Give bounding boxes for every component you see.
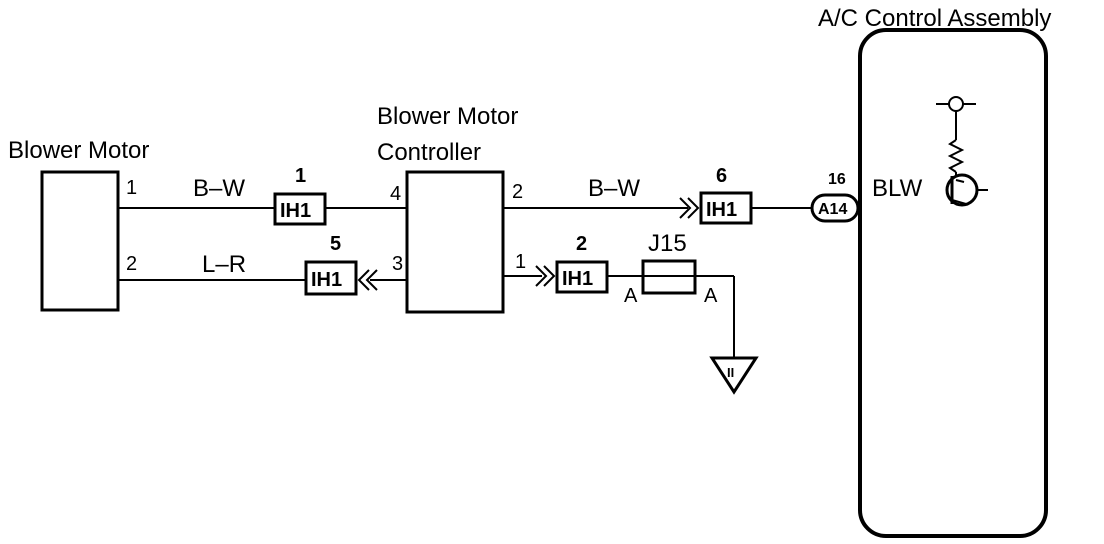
controller-label-1: Blower Motor	[377, 103, 518, 130]
controller-label-2: Controller	[377, 139, 481, 166]
motor-pin-2: 2	[126, 253, 137, 275]
ground-icon	[709, 356, 759, 395]
controller-pin-1: 1	[515, 251, 526, 273]
blw-terminal-label: BLW	[872, 175, 923, 202]
j15-label: J15	[648, 230, 687, 257]
ih1-label-6: IH1	[706, 199, 737, 221]
ac-control-label: A/C Control Assembly	[818, 5, 1051, 32]
chevron-icon-2a	[535, 265, 548, 287]
transistor-emitter	[951, 199, 967, 205]
ih1-label-1: IH1	[280, 200, 311, 222]
wire-label-lr: L–R	[202, 251, 246, 278]
chevron-icon-2b	[543, 265, 556, 287]
blower-motor-label: Blower Motor	[8, 137, 149, 164]
ih1-pin-5: 5	[330, 233, 341, 255]
controller-pin-2: 2	[512, 181, 523, 203]
resistor-icon	[947, 139, 965, 173]
wire-label-bw-left: B–W	[193, 175, 245, 202]
controller-box	[405, 170, 505, 314]
j15-terminal-left: A	[624, 285, 638, 307]
ac-control-box	[858, 28, 1048, 538]
chevron-icon-5b	[365, 269, 378, 291]
ih1-pin-2: 2	[576, 233, 587, 255]
a14-pin-16: 16	[828, 171, 846, 188]
controller-pin-4: 4	[390, 183, 401, 205]
a14-label: A14	[818, 201, 847, 218]
connector-ih1-5	[304, 260, 358, 296]
blower-motor-box	[40, 170, 120, 312]
ground-mark: II	[727, 365, 734, 380]
chevron-icon-6b	[687, 197, 700, 219]
ih1-label-5: IH1	[311, 269, 342, 291]
transistor-collector	[955, 179, 965, 183]
ih1-pin-6: 6	[716, 165, 727, 187]
ih1-pin-1: 1	[295, 165, 306, 187]
wire-label-bw-right: B–W	[588, 175, 640, 202]
controller-pin-3: 3	[392, 253, 403, 275]
motor-pin-1: 1	[126, 177, 137, 199]
ih1-label-2: IH1	[562, 268, 593, 290]
chevron-icon-5	[357, 269, 370, 291]
chevron-icon-6a	[679, 197, 692, 219]
supply-terminal-icon	[948, 96, 964, 112]
j15-terminal-right: A	[704, 285, 718, 307]
